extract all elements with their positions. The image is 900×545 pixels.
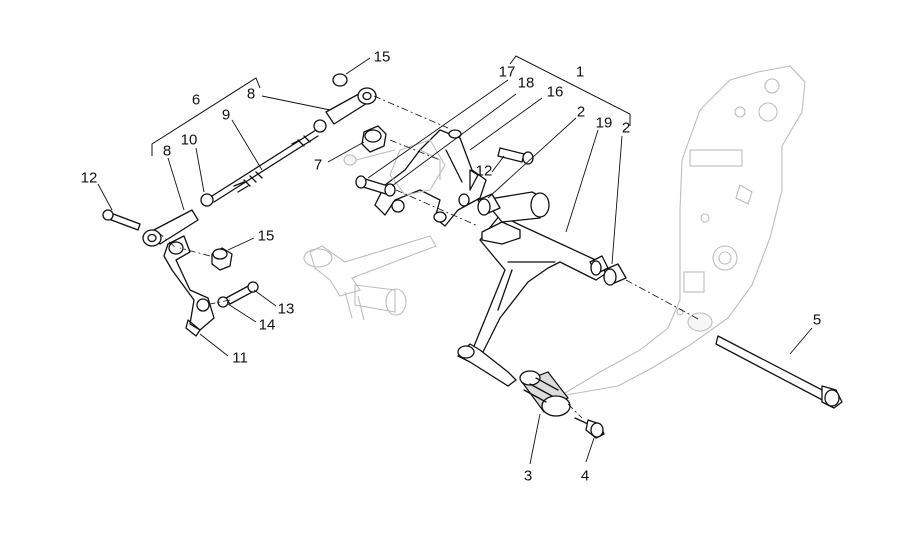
callout-2-lower: 2 [621,119,631,137]
callout-12-left: 12 [80,169,98,187]
leader-lines [97,57,813,465]
ghost-lever [303,235,437,321]
lower-arm [163,235,215,337]
callout-7: 7 [313,156,323,174]
shift-lever [457,191,609,387]
callout-4: 4 [580,467,590,485]
frame-plate [559,65,806,397]
callout-15-upper: 15 [373,48,391,66]
callout-3: 3 [523,467,533,485]
callout-14: 14 [258,316,276,334]
callout-9: 9 [221,106,231,124]
bolt-left [102,209,141,231]
callout-19: 19 [595,114,613,132]
bolt-13 [225,281,259,305]
callout-12-right: 12 [475,162,493,180]
washer-16 [458,193,470,207]
callout-2-upper: 2 [576,103,586,121]
group-bracket-1 [509,55,631,126]
group-bracket-6 [151,77,261,156]
washer-14 [217,296,229,308]
callout-5: 5 [812,311,822,329]
nut-lower [211,247,233,271]
callout-13: 13 [277,300,295,318]
callout-15-lower: 15 [257,227,275,245]
callout-18: 18 [517,74,535,92]
callout-1: 1 [575,63,585,81]
callout-11: 11 [232,349,248,367]
callout-8-lower: 8 [162,142,172,160]
bushing-lower [589,255,627,286]
callout-10: 10 [180,131,198,149]
linkage-rod [142,73,377,247]
bolt-right [497,147,534,165]
callout-17: 17 [498,63,516,81]
nut-7 [361,125,387,153]
pivot-bolt [715,335,843,409]
callout-8-upper: 8 [246,85,256,103]
washer-18 [384,183,396,197]
assembly-lines [157,95,701,419]
mounting-bracket [343,129,487,227]
callout-16: 16 [546,83,564,101]
peg-bolt [574,417,605,439]
foot-peg [519,370,571,417]
bolt-17 [355,175,389,195]
bushing-upper [477,193,501,216]
callout-6: 6 [191,91,201,109]
